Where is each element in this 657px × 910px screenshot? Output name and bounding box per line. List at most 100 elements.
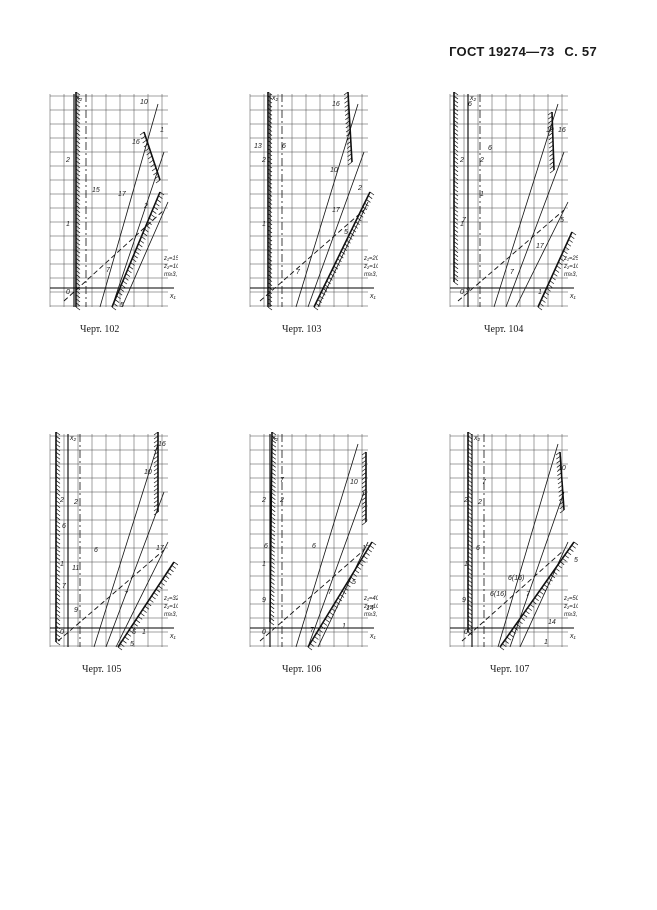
curve-label: 6(16) bbox=[490, 591, 506, 598]
boundary-curve bbox=[307, 541, 377, 651]
isoline bbox=[493, 103, 559, 308]
curve-label: 5 bbox=[344, 229, 348, 236]
curve-label: 17 bbox=[362, 545, 371, 552]
curve-label: 2 bbox=[357, 185, 362, 192]
curve-label: 1 bbox=[160, 127, 164, 134]
isoline bbox=[115, 541, 169, 648]
parameter-label: m≥3,75 bbox=[364, 272, 378, 278]
curve-label: 6 bbox=[468, 101, 472, 108]
curve-label: 6 bbox=[312, 543, 316, 550]
curve-label: 2 bbox=[73, 499, 78, 506]
curve-label: 7 bbox=[296, 269, 301, 276]
dashed-line-7 bbox=[457, 209, 565, 302]
curve-label: 15 bbox=[92, 187, 100, 194]
parameter-label: z₂=100 bbox=[563, 604, 578, 610]
boundary-curve bbox=[555, 451, 565, 514]
isoline bbox=[505, 151, 565, 308]
boundary-curve bbox=[537, 231, 577, 311]
isoline bbox=[317, 541, 369, 648]
axis-label-x1: x₁ bbox=[369, 293, 377, 300]
curve-label: 6 bbox=[94, 547, 98, 554]
curve-label: 5 bbox=[352, 579, 356, 586]
figure-caption: Черт. 107 bbox=[490, 664, 530, 675]
tick-label: 1 bbox=[460, 221, 464, 228]
parameter-label: z₁=32 bbox=[163, 596, 178, 602]
isoline bbox=[515, 201, 569, 308]
curve-label: 13 bbox=[254, 143, 262, 150]
boundary-curve bbox=[153, 432, 159, 516]
parameter-label: z₁=40 bbox=[363, 596, 378, 602]
curve-label: 17 bbox=[118, 191, 127, 198]
boundary-curve bbox=[313, 191, 375, 311]
dashed-line-7 bbox=[259, 549, 365, 642]
figure-caption: Черт. 106 bbox=[282, 664, 322, 675]
boundary-curve bbox=[499, 541, 578, 651]
origin-label: 0 bbox=[262, 629, 266, 636]
curve-label: 2 bbox=[143, 203, 148, 210]
dashed-line-7 bbox=[57, 549, 165, 642]
boundary-curve bbox=[343, 92, 353, 166]
curve-label: 10 bbox=[546, 127, 554, 134]
curve-label: 5 bbox=[132, 629, 136, 636]
curve-label: 14 bbox=[366, 605, 374, 612]
curve-label: 7 bbox=[62, 583, 67, 590]
figure-105: x₂x₁012z₁=32z₂=100m≥3,751610266171179751… bbox=[48, 432, 178, 675]
figure-104: x₂x₁012z₁=25z₂=100m≥3,75661016217517791 … bbox=[448, 92, 578, 335]
standard-number: ГОСТ 19274—73 bbox=[449, 44, 555, 59]
parameter-label: m≥3,75 bbox=[564, 272, 578, 278]
curve-label: 10 bbox=[144, 469, 152, 476]
curve-label: 2 bbox=[279, 497, 284, 504]
isoline bbox=[497, 443, 559, 648]
boundary-curve bbox=[361, 451, 367, 526]
page-header: ГОСТ 19274—73 С. 57 bbox=[443, 44, 597, 59]
parameter-label: m≥3,75 bbox=[164, 272, 178, 278]
curve-label: 9 bbox=[74, 607, 78, 614]
boundary-curve bbox=[75, 92, 81, 311]
curve-label: 1 bbox=[480, 191, 484, 198]
parameter-label: z₂=100 bbox=[363, 264, 378, 270]
dashed-line-7 bbox=[259, 209, 365, 302]
parameter-label: m≥3,75 bbox=[364, 612, 378, 618]
curve-label: 6 bbox=[264, 543, 268, 550]
curve-label: 6 bbox=[488, 145, 492, 152]
axis-label-x1: x₁ bbox=[369, 633, 377, 640]
figure-106: x₂x₁012z₁=40z₂=100m≥3,75710266175791471 … bbox=[248, 432, 378, 675]
curve-label: 9 bbox=[466, 287, 470, 294]
curve-label: 16 bbox=[158, 441, 166, 448]
tick-label: 1 bbox=[60, 561, 64, 568]
curve-label: 7 bbox=[462, 217, 467, 224]
nomogram-105: x₂x₁012z₁=32z₂=100m≥3,751610266171179751… bbox=[49, 432, 178, 651]
curve-label: 1 bbox=[142, 629, 146, 636]
curve-label: 1 bbox=[342, 623, 346, 630]
curve-label: 14 bbox=[548, 619, 556, 626]
isoline bbox=[317, 201, 369, 308]
curve-label: 7 bbox=[280, 477, 285, 484]
origin-label: 0 bbox=[460, 289, 464, 296]
curve-label: 9 bbox=[462, 597, 466, 604]
curve-label: 7 bbox=[510, 269, 515, 276]
curve-label: 5 bbox=[130, 641, 134, 648]
parameter-label: z₂=100 bbox=[563, 264, 578, 270]
curve-label: 6(16) bbox=[508, 575, 524, 582]
curve-label: 16 bbox=[132, 139, 140, 146]
page-number: С. 57 bbox=[564, 44, 597, 59]
isoline bbox=[295, 443, 359, 648]
figure-caption: Черт. 104 bbox=[484, 324, 524, 335]
tick-label: 2 bbox=[463, 497, 468, 504]
curve-label: 5 bbox=[574, 557, 578, 564]
figure-caption: Черт. 102 bbox=[80, 324, 120, 335]
curve-label: 7 bbox=[328, 589, 333, 596]
curve-label: 16 bbox=[558, 127, 566, 134]
curve-label: 5 bbox=[120, 302, 124, 309]
curve-label: 10 bbox=[558, 465, 566, 472]
axis-label-x1: x₁ bbox=[169, 293, 177, 300]
curve-label: 6 bbox=[476, 545, 480, 552]
tick-label: 1 bbox=[464, 561, 468, 568]
isoline bbox=[295, 103, 359, 308]
isoline bbox=[307, 491, 365, 648]
parameter-label: z₂=100 bbox=[163, 264, 178, 270]
